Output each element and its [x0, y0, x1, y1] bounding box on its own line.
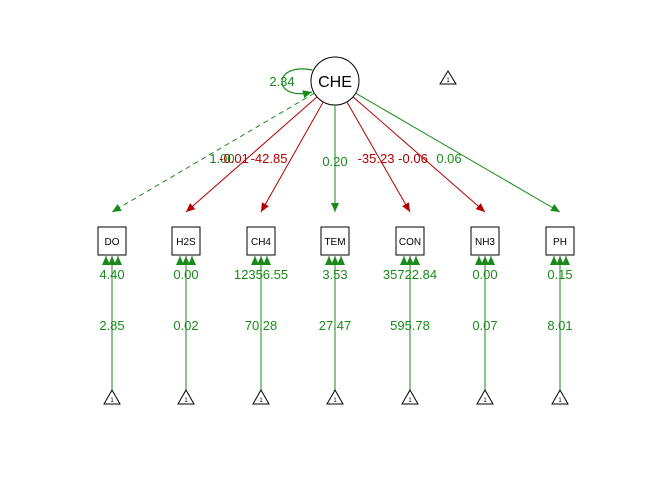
- intercept-triangle-label-h2s: 1: [184, 398, 188, 404]
- indicator-node-con: [395, 226, 425, 256]
- indicator-label-h2s: H2S: [176, 237, 196, 248]
- intercept-triangle-do: [103, 388, 121, 405]
- loading-label-do: 1.00: [209, 151, 234, 166]
- loading-label-nh3: -0.06: [398, 151, 428, 166]
- latent-intercept-label: 1: [446, 78, 450, 84]
- indicator-label-tem: TEM: [324, 237, 345, 248]
- intercept-triangle-label-ph: 1: [558, 398, 562, 404]
- loading-path-con: [346, 101, 411, 213]
- intercept-label-do: 2.85: [99, 318, 124, 333]
- indicator-layer: 1.00DO4.402.851-0.01H2S0.000.021-42.85CH…: [97, 92, 575, 405]
- intercept-label-ph: 8.01: [547, 318, 572, 333]
- intercept-triangle-ph: [551, 388, 569, 405]
- intercept-triangle-nh3: [476, 388, 494, 405]
- indicator-label-con: CON: [399, 237, 421, 248]
- intercept-triangle-label-tem: 1: [333, 398, 337, 404]
- indicator-label-do: DO: [105, 237, 120, 248]
- intercept-label-con: 595.78: [390, 318, 430, 333]
- loading-path-ch4: [260, 101, 324, 213]
- loading-label-ch4: -42.85: [251, 151, 288, 166]
- indicator-node-ph: [545, 226, 575, 256]
- indicator-node-ch4: [246, 226, 276, 256]
- loading-label-h2s: -0.01: [219, 151, 249, 166]
- loading-path-nh3: [352, 96, 486, 213]
- intercept-triangle-label-do: 1: [110, 398, 114, 404]
- intercept-triangle-ch4: [252, 388, 270, 405]
- latent-variance-label: 2.34: [269, 74, 294, 89]
- intercept-triangle-label-con: 1: [408, 398, 412, 404]
- intercept-triangle-con: [401, 388, 419, 405]
- latent-intercept-triangle: [439, 70, 457, 85]
- intercept-label-tem: 27.47: [319, 318, 352, 333]
- loading-label-ph: 0.06: [436, 151, 461, 166]
- intercept-triangle-label-ch4: 1: [259, 398, 263, 404]
- intercept-label-h2s: 0.02: [173, 318, 198, 333]
- loading-path-do: [111, 92, 315, 213]
- indicator-node-do: [97, 226, 127, 256]
- loading-path-ph: [355, 92, 561, 213]
- intercept-label-ch4: 70.28: [245, 318, 278, 333]
- loading-label-tem: 0.20: [322, 154, 347, 169]
- indicator-label-ch4: CH4: [251, 237, 271, 248]
- indicator-node-nh3: [470, 226, 500, 256]
- latent-node-label: CHE: [318, 74, 352, 91]
- latent-variance-loop: [281, 67, 322, 99]
- intercept-triangle-h2s: [177, 388, 195, 405]
- indicator-node-tem: [320, 226, 350, 256]
- intercept-label-nh3: 0.07: [472, 318, 497, 333]
- loading-label-con: -35.23: [358, 151, 395, 166]
- loading-path-h2s: [185, 96, 318, 213]
- intercept-triangle-tem: [326, 388, 344, 405]
- intercept-triangle-label-nh3: 1: [483, 398, 487, 404]
- indicator-label-ph: PH: [553, 237, 567, 248]
- indicator-label-nh3: NH3: [475, 237, 495, 248]
- indicator-node-h2s: [171, 226, 201, 256]
